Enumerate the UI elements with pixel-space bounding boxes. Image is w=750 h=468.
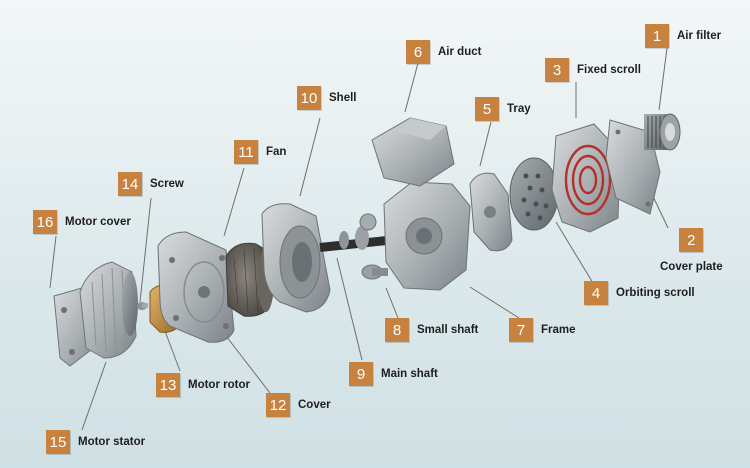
- callout-label: Shell: [329, 92, 357, 104]
- callout-cover-plate: 2 Cover plate: [660, 228, 723, 273]
- callout-label: Small shaft: [417, 324, 479, 336]
- air-filter-part: [644, 113, 681, 151]
- callout-label: Motor cover: [65, 216, 131, 228]
- callout-number: 14: [118, 172, 142, 196]
- cover-part: [157, 231, 235, 343]
- callout-orbiting-scroll: 4 Orbiting scroll: [584, 281, 695, 305]
- callout-main-shaft: 9 Main shaft: [349, 362, 438, 386]
- main-shaft-part: [319, 226, 387, 252]
- callout-air-duct: 6 Air duct: [406, 40, 481, 64]
- callout-motor-cover: 16 Motor cover: [33, 210, 131, 234]
- callout-number: 4: [584, 281, 608, 305]
- callout-cover: 12 Cover: [266, 393, 331, 417]
- callout-frame: 7 Frame: [509, 318, 576, 342]
- callout-number: 1: [645, 24, 669, 48]
- callout-screw: 14 Screw: [118, 172, 184, 196]
- callout-label: Motor stator: [78, 436, 146, 448]
- callout-number: 10: [297, 86, 321, 110]
- callout-label: Cover: [298, 399, 331, 411]
- callout-label: Screw: [150, 178, 184, 190]
- shell-part: [261, 203, 331, 313]
- callout-label: Fixed scroll: [577, 64, 641, 76]
- callout-label: Air filter: [677, 30, 722, 42]
- callout-number: 5: [475, 97, 499, 121]
- callout-air-filter: 1 Air filter: [645, 24, 721, 48]
- orbiting-scroll-part: [509, 157, 559, 231]
- frame-part: [383, 181, 471, 291]
- callout-label: Fan: [266, 146, 287, 158]
- callout-number: 12: [266, 393, 290, 417]
- callout-motor-stator: 15 Motor stator: [46, 430, 145, 454]
- callout-number: 3: [545, 58, 569, 82]
- screw-part: [137, 302, 148, 310]
- callout-number: 13: [156, 373, 180, 397]
- callout-motor-rotor: 13 Motor rotor: [156, 373, 250, 397]
- callout-label: Cover plate: [660, 261, 723, 273]
- small-shaft-part: [359, 213, 388, 280]
- callout-tray: 5 Tray: [475, 97, 531, 121]
- callout-number: 15: [46, 430, 70, 454]
- motor-stator-part: [79, 261, 138, 359]
- callout-label: Orbiting scroll: [616, 287, 695, 299]
- callout-small-shaft: 8 Small shaft: [385, 318, 478, 342]
- callout-number: 8: [385, 318, 409, 342]
- air-duct-part: [371, 117, 455, 187]
- callout-number: 6: [406, 40, 430, 64]
- callout-label: Air duct: [438, 46, 482, 58]
- callout-label: Main shaft: [381, 368, 438, 380]
- callout-number: 2: [679, 228, 704, 252]
- callout-label: Tray: [507, 103, 531, 115]
- callout-fan: 11 Fan: [234, 140, 286, 164]
- callout-label: Frame: [541, 324, 576, 336]
- callout-number: 9: [349, 362, 373, 386]
- tray-part: [469, 172, 513, 252]
- callout-number: 11: [234, 140, 258, 164]
- callout-fixed-scroll: 3 Fixed scroll: [545, 58, 641, 82]
- callout-number: 16: [33, 210, 57, 234]
- fixed-scroll-part: [551, 123, 621, 233]
- callout-label: Motor rotor: [188, 379, 250, 391]
- callout-shell: 10 Shell: [297, 86, 356, 110]
- callout-number: 7: [509, 318, 533, 342]
